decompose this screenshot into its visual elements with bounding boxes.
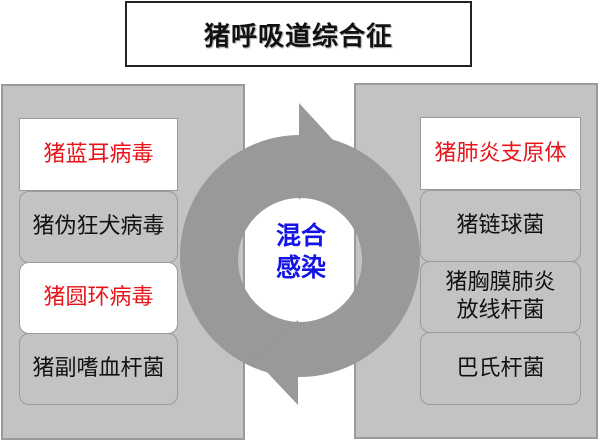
right-item-label-line2: 放线杆菌: [456, 298, 545, 323]
center-label-mixed-infection: 混合 感染: [262, 220, 340, 284]
center-label-line2: 感染: [275, 253, 326, 282]
left-item-pseudorabies-virus: 猪伪狂犬病毒: [19, 191, 178, 263]
right-item-label: 猪链球菌: [456, 213, 545, 238]
left-item-label: 猪副嗜血杆菌: [32, 356, 165, 381]
right-item-label-line1: 猪胸膜肺炎: [445, 270, 556, 295]
right-item-actinobacillus: 猪胸膜肺炎 放线杆菌: [420, 261, 581, 333]
left-item-label: 猪蓝耳病毒: [43, 141, 154, 167]
left-item-label: 猪伪狂犬病毒: [32, 214, 165, 239]
right-item-label: 猪肺炎支原体: [434, 140, 567, 166]
left-item-circovirus: 猪圆环病毒: [19, 262, 178, 334]
title-box: 猪呼吸道综合征: [125, 1, 472, 67]
right-item-label: 巴氏杆菌: [456, 355, 545, 381]
right-item-mycoplasma: 猪肺炎支原体: [420, 117, 581, 190]
right-item-streptococcus: 猪链球菌: [420, 190, 581, 262]
left-item-prrs-virus: 猪蓝耳病毒: [19, 118, 178, 191]
center-label-line1: 混合: [275, 221, 326, 250]
right-item-pasteurella: 巴氏杆菌: [420, 332, 581, 405]
left-item-label: 猪圆环病毒: [43, 285, 154, 310]
diagram-title: 猪呼吸道综合征: [203, 21, 393, 52]
left-item-haemophilus-parasuis: 猪副嗜血杆菌: [19, 333, 178, 405]
